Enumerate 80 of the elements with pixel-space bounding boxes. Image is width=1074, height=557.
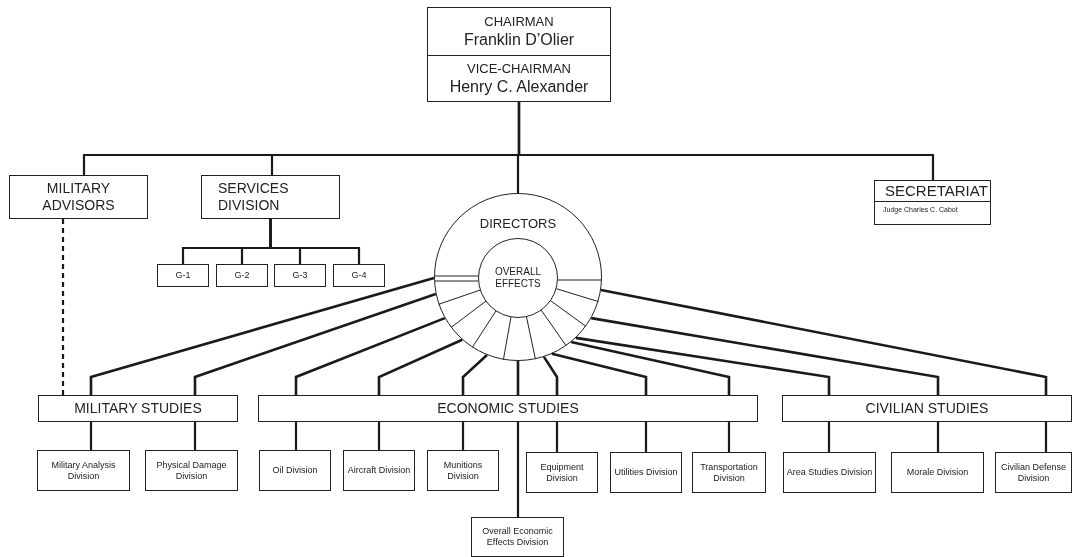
division-label: Morale Division xyxy=(906,467,969,478)
division-label: Overall Economic Effects Division xyxy=(481,526,554,548)
org-box xyxy=(692,452,766,493)
connector-line xyxy=(555,422,559,452)
org-box xyxy=(37,450,130,491)
org-box xyxy=(343,450,415,491)
org-box xyxy=(259,450,331,491)
unit-title: SERVICES DIVISION xyxy=(218,180,290,214)
connector-line xyxy=(377,338,463,395)
division-label: Oil Division xyxy=(272,465,318,476)
role-title: CHAIRMAN xyxy=(484,14,554,30)
unit-label: G-2 xyxy=(234,270,250,281)
connector-line xyxy=(827,422,831,452)
org-box xyxy=(610,452,682,493)
connector-line xyxy=(727,422,731,452)
org-box xyxy=(145,450,238,491)
connector-line xyxy=(294,422,298,450)
division-label: Utilities Division xyxy=(614,467,678,478)
unit-title: MILITARY ADVISORS xyxy=(41,180,116,214)
org-box xyxy=(891,452,984,493)
org-box xyxy=(38,395,238,422)
connector-line xyxy=(591,316,940,395)
division-label: Military Analysis Division xyxy=(50,459,117,482)
connector-line xyxy=(193,292,437,395)
org-box xyxy=(216,264,268,287)
org-box xyxy=(9,175,148,219)
connector-line xyxy=(461,354,488,395)
group-title: MILITARY STUDIES xyxy=(74,400,202,417)
connector-line xyxy=(193,422,197,450)
unit-title: DIRECTORS xyxy=(479,216,557,232)
org-box xyxy=(258,395,758,422)
org-box xyxy=(874,180,991,225)
connector-line xyxy=(516,422,520,517)
person-name: Henry C. Alexander xyxy=(449,76,589,96)
connector-line xyxy=(542,356,559,395)
division-label: Transportation Division xyxy=(699,461,759,484)
connector-line xyxy=(516,102,521,193)
connector-line xyxy=(1044,422,1048,452)
division-label: Aircraft Division xyxy=(347,465,411,476)
connector-line xyxy=(644,422,648,452)
connector-line xyxy=(570,340,731,395)
org-box xyxy=(157,264,209,287)
org-box xyxy=(274,264,326,287)
division-label: Area Studies Division xyxy=(786,467,873,478)
org-box xyxy=(427,450,499,491)
division-label: Munitions Division xyxy=(442,459,484,482)
org-box xyxy=(427,7,611,56)
org-box xyxy=(783,452,876,493)
connector-line xyxy=(575,336,831,395)
person-name: Franklin D’Olier xyxy=(463,29,575,49)
connector-line xyxy=(294,316,446,395)
org-box xyxy=(526,452,598,493)
connector-line xyxy=(461,422,465,450)
connector-line xyxy=(269,219,361,264)
org-box xyxy=(995,452,1072,493)
unit-label: G-3 xyxy=(292,270,308,281)
connector-line xyxy=(377,422,381,450)
connector-line xyxy=(936,422,940,452)
group-title: ECONOMIC STUDIES xyxy=(437,400,579,417)
division-label: Equipment Division xyxy=(539,461,585,484)
division-label: Physical Damage Division xyxy=(155,459,228,482)
unit-label: G-4 xyxy=(351,270,367,281)
group-title: CIVILIAN STUDIES xyxy=(865,400,989,417)
connector-line xyxy=(516,361,520,395)
org-box xyxy=(201,175,340,219)
org-box xyxy=(471,517,564,557)
role-title: VICE-CHAIRMAN xyxy=(467,61,571,77)
unit-title: OVERALL EFFECTS xyxy=(493,266,543,290)
connector-line xyxy=(551,352,648,395)
org-box xyxy=(427,55,611,102)
unit-title: SECRETARIAT xyxy=(875,181,990,202)
connector-line xyxy=(600,288,1048,395)
connector-line xyxy=(89,276,435,395)
division-label: Civilian Defense Division xyxy=(1000,461,1067,484)
unit-label: G-1 xyxy=(175,270,191,281)
org-box xyxy=(333,264,385,287)
connector-line xyxy=(89,422,93,450)
inner-circle xyxy=(478,238,558,318)
dashed-connector xyxy=(61,219,65,395)
org-box xyxy=(782,395,1072,422)
